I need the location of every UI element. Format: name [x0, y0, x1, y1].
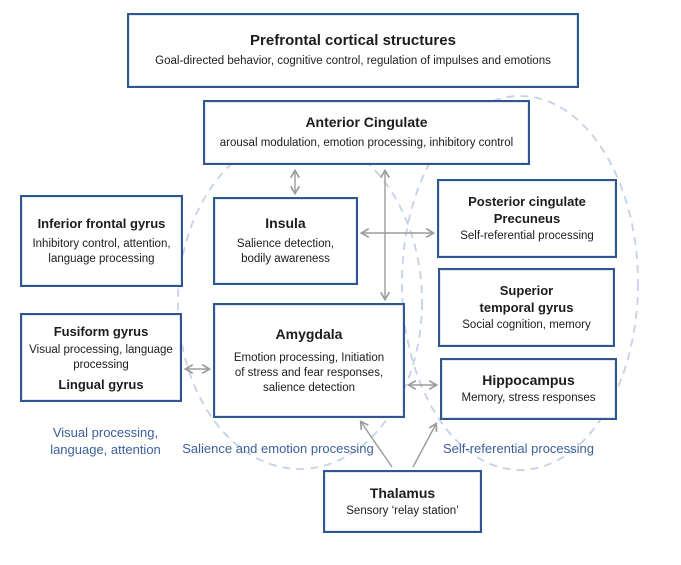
box-anterior-cingulate: Anterior Cingulate arousal modulation, e…: [203, 100, 530, 165]
inferior-frontal-gyrus-title: Inferior frontal gyrus: [37, 216, 166, 231]
box-amygdala: Amygdala Emotion processing, Initiation …: [213, 303, 405, 418]
posterior-cingulate-functions: Self-referential processing: [460, 230, 594, 242]
amygdala-functions: Emotion processing, Initiation of stress…: [233, 351, 385, 394]
label-self-referential-network: Self-referential processing: [442, 441, 595, 456]
superior-temporal-functions: Social cognition, memory: [462, 319, 591, 331]
box-superior-temporal-gyrus: Superior temporal gyrus Social cognition…: [438, 268, 615, 347]
label-visual-processing-network: Visual processing, language, attention: [50, 425, 161, 457]
box-inferior-frontal-gyrus: Inferior frontal gyrus Inhibitory contro…: [20, 195, 183, 287]
insula-title: Insula: [265, 215, 306, 231]
box-posterior-cingulate-precuneus: Posterior cingulate Precuneus Self-refer…: [437, 179, 617, 258]
salience-network-ellipse: [177, 134, 423, 470]
posterior-cingulate-title-line1: Posterior cingulate: [468, 194, 586, 209]
box-fusiform-lingual-gyrus: Fusiform gyrus Visual processing, langua…: [20, 313, 182, 402]
arrow-thalamus-amygdala: [359, 420, 393, 468]
box-hippocampus: Hippocampus Memory, stress responses: [440, 358, 617, 420]
box-prefrontal-cortical-structures: Prefrontal cortical structures Goal-dire…: [127, 13, 579, 88]
superior-temporal-title-line2: temporal gyrus: [479, 300, 574, 315]
anterior-cingulate-title: Anterior Cingulate: [305, 114, 428, 130]
self-referential-network-ellipse: [401, 95, 639, 471]
superior-temporal-title-line1: Superior: [499, 283, 554, 298]
fusiform-gyrus-title: Fusiform gyrus: [53, 323, 149, 339]
arrow-thalamus-hippocampus: [412, 422, 438, 468]
box-thalamus: Thalamus Sensory ‘relay station’: [323, 470, 482, 533]
box-insula: Insula Salience detection, bodily awaren…: [213, 197, 358, 285]
hippocampus-title: Hippocampus: [482, 372, 575, 388]
hippocampus-functions: Memory, stress responses: [461, 392, 596, 404]
insula-functions: Salience detection, bodily awareness: [236, 238, 335, 265]
label-salience-emotion-network: Salience and emotion processing: [182, 441, 374, 456]
prefrontal-functions: Goal-directed behavior, cognitive contro…: [155, 55, 551, 67]
anterior-cingulate-functions: arousal modulation, emotion processing, …: [219, 137, 514, 149]
posterior-cingulate-title-line2: Precuneus: [493, 211, 561, 226]
thalamus-title: Thalamus: [369, 484, 436, 501]
prefrontal-title: Prefrontal cortical structures: [250, 32, 456, 49]
amygdala-title: Amygdala: [275, 325, 343, 342]
fusiform-gyrus-functions: Visual processing, language processing: [29, 343, 173, 371]
thalamus-functions: Sensory ‘relay station’: [346, 504, 459, 517]
inferior-frontal-gyrus-functions: Inhibitory control, attention, language …: [32, 238, 171, 265]
lingual-gyrus-title: Lingual gyrus: [58, 376, 144, 392]
